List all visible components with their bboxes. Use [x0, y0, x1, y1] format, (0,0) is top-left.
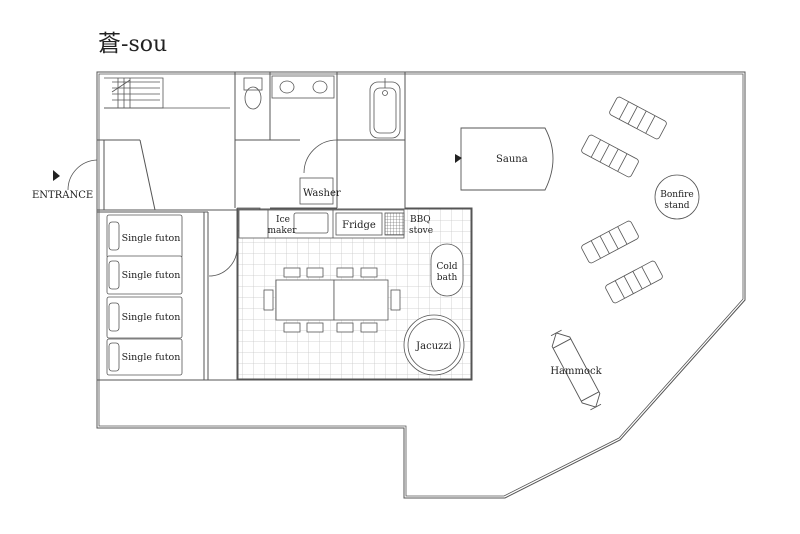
- bonfire-label: Bonfire: [660, 190, 693, 200]
- lounger: [609, 96, 667, 140]
- house-outline: [96, 71, 473, 381]
- dining-set: [263, 267, 401, 333]
- futon-label: Single futon: [122, 270, 181, 281]
- cold-bath: [430, 243, 464, 297]
- entrance-door: [67, 159, 98, 191]
- entrance-label: ENTRANCE: [32, 190, 93, 201]
- futon-label: Single futon: [122, 233, 181, 244]
- entrance-arrow: [53, 170, 60, 181]
- title-kanji: 蒼: [98, 31, 121, 57]
- lounger: [581, 134, 639, 178]
- bbq-label: BBQ: [410, 215, 431, 225]
- cold-bath-label: Cold: [437, 262, 458, 272]
- washer-door: [303, 139, 338, 174]
- washer: [299, 177, 334, 205]
- staircase: [104, 77, 230, 109]
- outer-boundary: [96, 71, 746, 499]
- fridge-label: Fridge: [342, 220, 376, 231]
- title-dash: -: [121, 32, 129, 57]
- bbq-label-2: stove: [409, 226, 433, 236]
- futon-label: Single futon: [122, 352, 181, 363]
- bathtub: [369, 78, 401, 139]
- outer-boundary-inner: [98, 73, 744, 497]
- lounger: [605, 260, 663, 304]
- futon-label: Single futon: [122, 312, 181, 323]
- cold-bath-label-2: bath: [437, 273, 458, 283]
- sauna-label: Sauna: [496, 154, 528, 165]
- title-romaji: sou: [128, 32, 168, 57]
- hammock: [550, 329, 602, 411]
- ice-maker-label: Ice: [276, 215, 290, 225]
- washer-label: Washer: [303, 188, 341, 199]
- ice-maker-label-2: maker: [268, 226, 298, 236]
- bbq-stove: [384, 212, 405, 236]
- bonfire-label-2: stand: [664, 201, 689, 211]
- fridge: [335, 212, 383, 236]
- sauna-arrow: [455, 154, 462, 163]
- bonfire-stand: [654, 174, 700, 220]
- futon-door: [208, 247, 238, 277]
- kitchen-sink: [293, 212, 329, 234]
- plan-title: 蒼-sou: [98, 24, 167, 58]
- jacuzzi: [403, 314, 465, 376]
- washbasin-counter: [271, 75, 335, 99]
- toilet: [243, 77, 263, 110]
- hammock-label: Hammock: [550, 366, 602, 377]
- lounger: [581, 220, 639, 264]
- sauna: [460, 127, 554, 191]
- jacuzzi-label: Jacuzzi: [415, 341, 452, 352]
- futon-stack: [106, 214, 183, 376]
